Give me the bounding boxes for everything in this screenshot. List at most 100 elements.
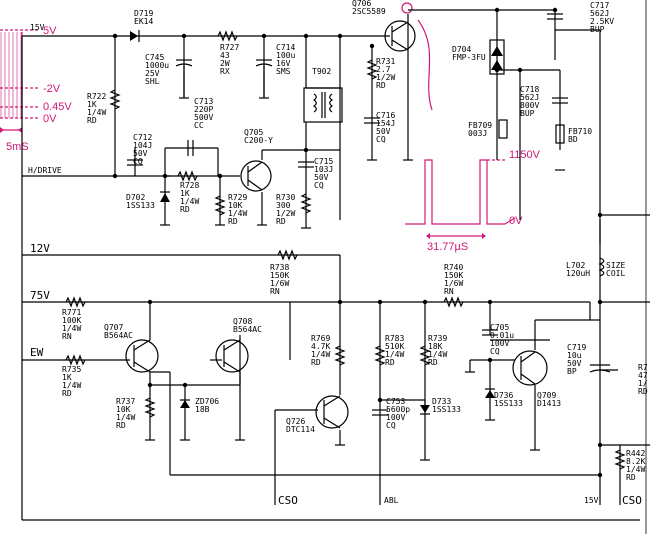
part-label-line: SMS: [276, 67, 291, 76]
part-label-line: 154J: [376, 119, 395, 128]
part-label-line: 2.5KV: [590, 17, 614, 26]
part-label-line: FMP-3FU: [452, 53, 486, 62]
waveform-label-minus2v: -2V: [43, 83, 61, 95]
part-label-line: CQ: [376, 135, 386, 144]
part-label-line: R7: [638, 363, 648, 372]
net-label-75v: 75V: [30, 289, 50, 302]
part-label-line: D1413: [537, 399, 561, 408]
part-label-line: R735: [62, 365, 81, 374]
part-label-line: 1/4W: [116, 413, 135, 422]
part-label-line: C745: [145, 53, 164, 62]
part-label-line: 100V: [386, 413, 405, 422]
part-label-line: 100K: [62, 316, 81, 325]
part-label-line: 47: [638, 371, 648, 380]
part-label-line: 510K: [385, 342, 404, 351]
part-label-line: C719: [567, 343, 586, 352]
part-label-line: 1K: [87, 100, 97, 109]
part-label-line: RD: [116, 421, 126, 430]
part-label-line: RD: [62, 389, 72, 398]
net-label-15v-bottom: 15V: [584, 496, 599, 505]
part-label-line: 100V: [490, 339, 509, 348]
part-label-line: FB710: [568, 127, 592, 136]
part-label-line: RD: [626, 473, 636, 482]
part-label-line: 003J: [468, 129, 487, 138]
part-label-line: 1/4W: [311, 350, 330, 359]
part-label-line: 220P: [194, 105, 213, 114]
part-label-line: BP: [567, 367, 577, 376]
part-label-line: 1/4W: [87, 108, 106, 117]
part-label-line: 10u: [567, 351, 582, 360]
net-label-12v: 12V: [30, 242, 50, 255]
part-label-line: 5600p: [386, 405, 410, 414]
part-label-line: BD: [568, 135, 578, 144]
net-label-cso-right: CSO: [622, 494, 642, 507]
part-label-line: C705: [490, 323, 509, 332]
part-label-line: R729: [228, 193, 247, 202]
part-label-line: RD: [376, 81, 386, 90]
part-label-line: CQ: [314, 181, 324, 190]
part-label-line: 1/2W: [376, 73, 395, 82]
part-label-line: R722: [87, 92, 106, 101]
net-label-abl: ABL: [384, 496, 399, 505]
part-label-line: 562J: [520, 93, 539, 102]
transistor-symbol: [384, 20, 416, 52]
part-label-line: R727: [220, 43, 239, 52]
part-label-line: 1/6W: [444, 279, 463, 288]
part-label-line: 1SS133: [126, 201, 155, 210]
part-label-line: 100u: [276, 51, 295, 60]
part-label-line: 1/4W: [62, 324, 81, 333]
waveform-label-0v: 0V: [43, 113, 57, 125]
net-label-15v-top: 15V: [30, 23, 45, 32]
net-labels: 15V H/DRIVE 12V 75V EW CSO ABL 15V CSO: [28, 23, 642, 507]
part-label-line: D719: [134, 9, 153, 18]
net-label-h-drive: H/DRIVE: [28, 166, 62, 175]
collector-label-period: 31.77µS: [427, 241, 468, 253]
waveform-label-045v: 0.45V: [43, 101, 72, 113]
part-label-line: R731: [376, 57, 395, 66]
symbols: [65, 13, 626, 470]
part-label-line: 150K: [444, 271, 463, 280]
part-label-line: R769: [311, 334, 330, 343]
part-label-line: B564AC: [104, 331, 133, 340]
collector-label-0v: 0V: [509, 215, 523, 227]
part-label-line: 150K: [270, 271, 289, 280]
part-label-line: 25V: [145, 69, 160, 78]
part-label-line: C717: [590, 1, 609, 10]
part-label-line: 1/4W: [180, 197, 199, 206]
resistor-symbol: [109, 89, 121, 110]
part-label-line: COIL: [606, 269, 625, 278]
part-label-line: R728: [180, 181, 199, 190]
waveform-hatch: [0, 32, 10, 118]
part-label-line: 120uH: [566, 269, 590, 278]
net-label-cso: CSO: [278, 494, 298, 507]
part-label-line: 8.2K: [626, 457, 645, 466]
part-label-line: 1SS133: [432, 405, 461, 414]
part-label-line: RN: [62, 332, 72, 341]
part-label-line: C200-Y: [244, 136, 273, 145]
